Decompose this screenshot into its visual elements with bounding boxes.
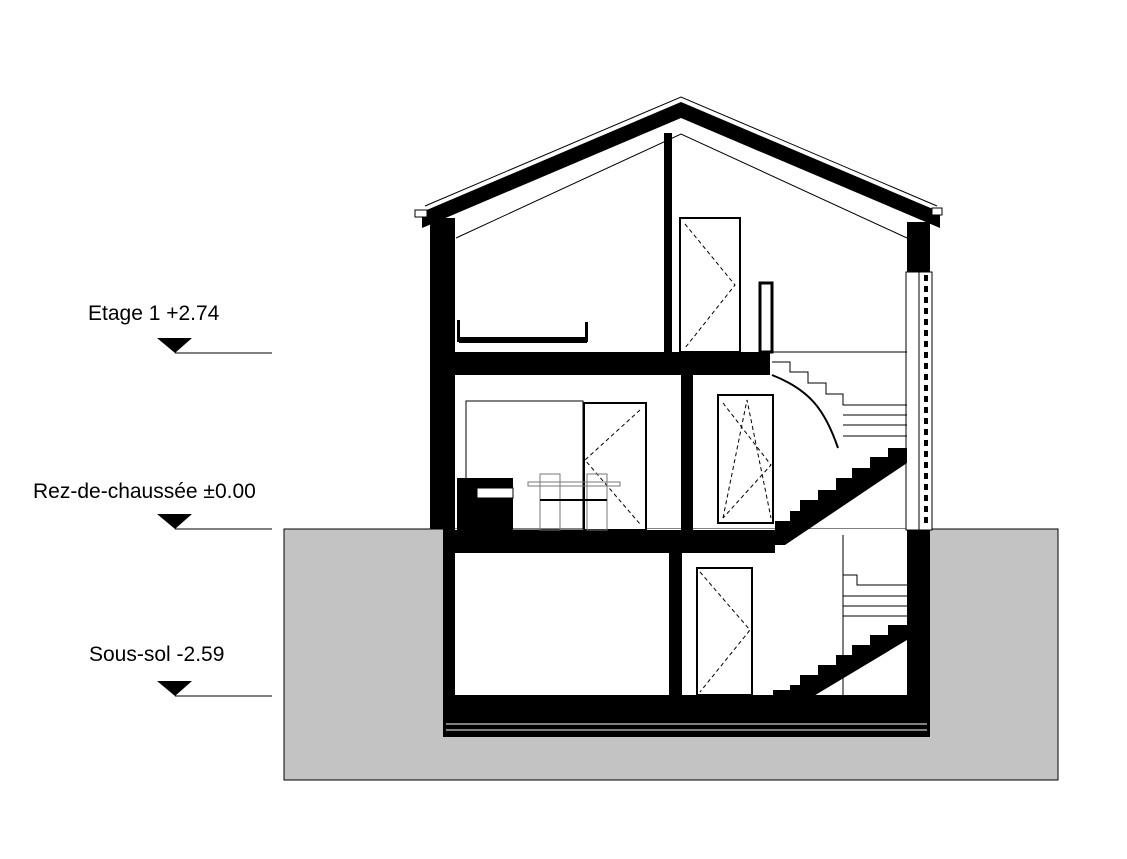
left-wall-basement [443, 529, 455, 705]
right-wall-basement [907, 530, 930, 705]
ceiling-line [455, 133, 908, 239]
bed [457, 320, 588, 343]
glazing-ground [465, 400, 584, 530]
level-marker-soussol [157, 681, 272, 697]
stair-basement [773, 535, 907, 706]
door-basement [696, 567, 753, 696]
door-ground [583, 402, 647, 531]
level-label-rez: Rez-de-chaussée ±0.00 [33, 480, 256, 503]
basement-slab [443, 695, 930, 737]
middle-wall-ground [681, 375, 693, 530]
roof-line [424, 96, 938, 207]
level-label-soussol: Sous-sol -2.59 [89, 643, 225, 666]
attic-pillar [664, 133, 672, 352]
middle-wall-basement [669, 543, 682, 705]
ground-floor-slab [443, 530, 775, 553]
door-upper [679, 217, 741, 353]
right-wall-top [907, 222, 930, 272]
eave-left [414, 209, 428, 218]
level-marker-rez [157, 514, 272, 530]
stair-upper [771, 351, 907, 545]
level-label-etage: Etage 1 +2.74 [88, 302, 220, 325]
railing-post [758, 281, 774, 354]
level-marker-etage [157, 338, 272, 354]
eave-right [931, 207, 943, 216]
sofa [457, 478, 514, 530]
left-wall-upper [430, 218, 455, 529]
dining-table [527, 473, 621, 531]
roof [422, 102, 940, 228]
window-ground-right [717, 394, 774, 524]
upper-floor-slab [455, 352, 770, 375]
